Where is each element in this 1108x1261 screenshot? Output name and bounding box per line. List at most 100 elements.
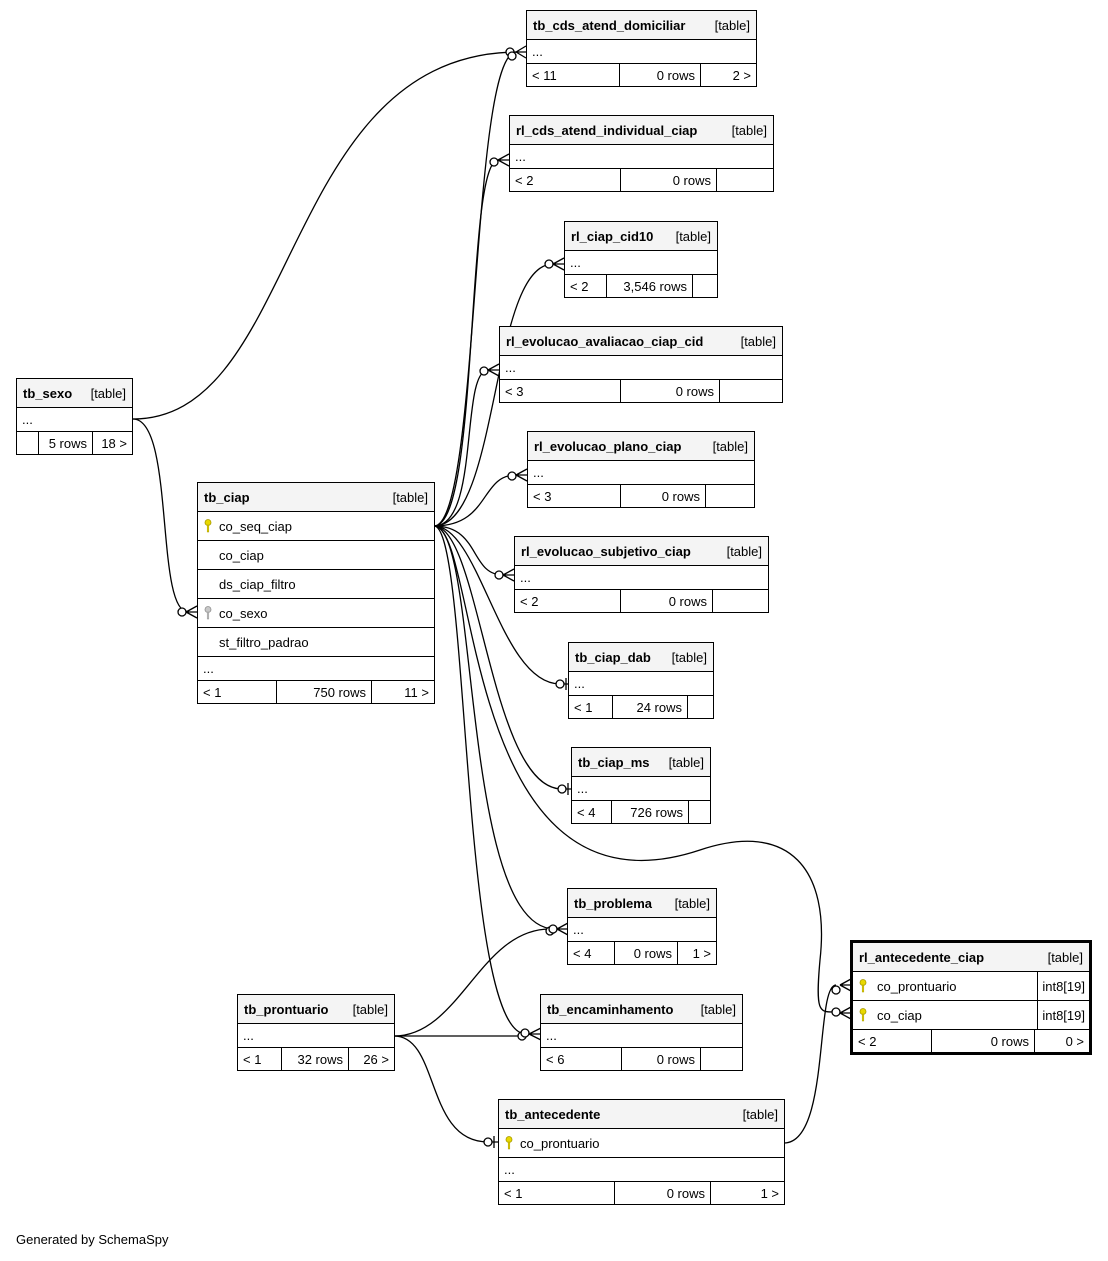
parents-count[interactable]: < 2 bbox=[853, 1030, 932, 1052]
column-row[interactable]: co_sexo bbox=[198, 599, 434, 628]
table-name[interactable]: rl_antecedente_ciap bbox=[859, 949, 985, 965]
column-row[interactable]: co_ciap int8[19] bbox=[853, 1001, 1089, 1030]
table-rl-evolucao-avaliacao-ciap-cid[interactable]: rl_evolucao_avaliacao_ciap_cid [table] .… bbox=[499, 326, 783, 403]
children-count[interactable] bbox=[720, 380, 782, 402]
table-rl-antecedente-ciap[interactable]: rl_antecedente_ciap [table] co_prontuari… bbox=[850, 940, 1092, 1055]
table-name[interactable]: tb_cds_atend_domiciliar bbox=[533, 17, 686, 33]
children-count[interactable]: 0 > bbox=[1065, 1033, 1084, 1049]
grey-key-icon bbox=[198, 606, 218, 620]
table-rl-evolucao-subjetivo-ciap[interactable]: rl_evolucao_subjetivo_ciap [table] ... <… bbox=[514, 536, 769, 613]
parents-count[interactable] bbox=[17, 432, 39, 454]
marker-antecedente-ciap-prontuario bbox=[831, 978, 852, 995]
row-count: 32 rows bbox=[282, 1048, 349, 1070]
parents-count[interactable]: < 1 bbox=[238, 1048, 282, 1070]
column-row[interactable]: ds_ciap_filtro bbox=[198, 570, 434, 599]
more-columns: ... bbox=[500, 356, 782, 380]
children-count[interactable]: 26 > bbox=[363, 1051, 389, 1067]
column-row[interactable]: co_seq_ciap bbox=[198, 512, 434, 541]
table-footer: 5 rows 18 > bbox=[17, 432, 132, 454]
children-count[interactable] bbox=[701, 1048, 742, 1070]
marker-evolucao-subjetivo bbox=[494, 568, 515, 582]
table-footer: < 3 0 rows bbox=[500, 380, 782, 402]
parents-count[interactable]: < 1 bbox=[198, 681, 277, 703]
column-name: co_prontuario bbox=[877, 978, 957, 994]
column-name: co_ciap bbox=[877, 1007, 922, 1023]
parents-count[interactable]: < 4 bbox=[568, 942, 615, 964]
row-count: 750 rows bbox=[277, 681, 372, 703]
table-name[interactable]: rl_evolucao_plano_ciap bbox=[534, 438, 682, 454]
row-count: 726 rows bbox=[612, 801, 689, 823]
table-name[interactable]: tb_ciap_dab bbox=[575, 649, 651, 665]
key-icon bbox=[853, 979, 873, 993]
key-icon bbox=[853, 1008, 873, 1022]
table-name[interactable]: rl_ciap_cid10 bbox=[571, 228, 654, 244]
children-count[interactable] bbox=[693, 275, 717, 297]
children-count[interactable]: 18 > bbox=[101, 435, 127, 451]
edge-antecedente-antecedente-ciap bbox=[783, 984, 837, 1144]
parents-count[interactable]: < 3 bbox=[500, 380, 621, 402]
children-count[interactable] bbox=[689, 801, 710, 823]
table-name[interactable]: tb_antecedente bbox=[505, 1106, 601, 1122]
parents-count[interactable]: < 2 bbox=[510, 169, 621, 191]
table-rl-evolucao-plano-ciap[interactable]: rl_evolucao_plano_ciap [table] ... < 3 0… bbox=[527, 431, 755, 508]
table-name[interactable]: tb_prontuario bbox=[244, 1001, 329, 1017]
table-header: tb_prontuario [table] bbox=[238, 995, 394, 1024]
marker-cid10 bbox=[544, 257, 565, 271]
table-name[interactable]: tb_encaminhamento bbox=[547, 1001, 674, 1017]
row-count: 0 rows bbox=[932, 1030, 1035, 1052]
children-count[interactable] bbox=[717, 169, 773, 191]
column-row[interactable]: co_prontuario int8[19] bbox=[853, 972, 1089, 1001]
marker-ciap-ms bbox=[557, 783, 572, 795]
children-count[interactable]: 11 > bbox=[404, 684, 429, 700]
children-count[interactable]: 2 > bbox=[732, 67, 751, 83]
children-count[interactable] bbox=[706, 485, 754, 507]
table-type-label: [table] bbox=[700, 1001, 736, 1017]
parents-count[interactable]: < 1 bbox=[569, 696, 613, 718]
marker-antecedente bbox=[483, 1136, 499, 1148]
edge-ciap-evolucao-avaliacao bbox=[433, 369, 489, 527]
table-tb-ciap-dab[interactable]: tb_ciap_dab [table] ... < 1 24 rows bbox=[568, 642, 714, 719]
table-tb-ciap-ms[interactable]: tb_ciap_ms [table] ... < 4 726 rows bbox=[571, 747, 711, 824]
parents-count[interactable]: < 3 bbox=[528, 485, 621, 507]
parents-count[interactable]: < 2 bbox=[565, 275, 607, 297]
table-header: tb_sexo [table] bbox=[17, 379, 132, 408]
row-count: 0 rows bbox=[615, 1182, 711, 1204]
parents-count[interactable]: < 6 bbox=[541, 1048, 622, 1070]
table-name[interactable]: rl_cds_atend_individual_ciap bbox=[516, 122, 698, 138]
table-type-label: [table] bbox=[742, 1106, 778, 1122]
column-row[interactable]: co_prontuario bbox=[499, 1129, 784, 1158]
table-rl-cds-atend-individual-ciap[interactable]: rl_cds_atend_individual_ciap [table] ...… bbox=[509, 115, 774, 192]
table-name[interactable]: tb_ciap_ms bbox=[578, 754, 650, 770]
table-tb-encaminhamento[interactable]: tb_encaminhamento [table] ... < 6 0 rows bbox=[540, 994, 743, 1071]
column-row[interactable]: st_filtro_padrao bbox=[198, 628, 434, 657]
edge-ciap-evolucao-subjetivo bbox=[433, 525, 504, 576]
table-rl-ciap-cid10[interactable]: rl_ciap_cid10 [table] ... < 2 3,546 rows bbox=[564, 221, 718, 298]
column-type: int8[19] bbox=[1037, 1001, 1089, 1029]
parents-count[interactable]: < 2 bbox=[515, 590, 621, 612]
table-type-label: [table] bbox=[352, 1001, 388, 1017]
children-count[interactable] bbox=[713, 590, 768, 612]
children-count[interactable] bbox=[688, 696, 713, 718]
edge-ciap-evolucao-plano bbox=[433, 474, 517, 527]
column-type: int8[19] bbox=[1037, 972, 1089, 1000]
table-tb-problema[interactable]: tb_problema [table] ... < 4 0 rows 1 > bbox=[567, 888, 717, 965]
table-header: rl_cds_atend_individual_ciap [table] bbox=[510, 116, 773, 145]
table-name[interactable]: rl_evolucao_avaliacao_ciap_cid bbox=[506, 333, 704, 349]
table-name[interactable]: rl_evolucao_subjetivo_ciap bbox=[521, 543, 691, 559]
parents-count[interactable]: < 4 bbox=[572, 801, 612, 823]
children-count[interactable]: 1 > bbox=[692, 945, 711, 961]
children-count[interactable]: 1 > bbox=[760, 1185, 779, 1201]
table-name[interactable]: tb_ciap bbox=[204, 489, 250, 505]
table-name[interactable]: tb_problema bbox=[574, 895, 653, 911]
row-count: 5 rows bbox=[39, 432, 93, 454]
table-tb-sexo[interactable]: tb_sexo [table] ... 5 rows 18 > bbox=[16, 378, 133, 455]
column-row[interactable]: co_ciap bbox=[198, 541, 434, 570]
table-name[interactable]: tb_sexo bbox=[23, 385, 73, 401]
table-tb-ciap[interactable]: tb_ciap [table] co_seq_ciap co_ciap ds_c… bbox=[197, 482, 435, 704]
table-tb-prontuario[interactable]: tb_prontuario [table] ... < 1 32 rows 26… bbox=[237, 994, 395, 1071]
parents-count[interactable]: < 1 bbox=[499, 1182, 615, 1204]
table-footer: < 4 726 rows bbox=[572, 801, 710, 823]
parents-count[interactable]: < 11 bbox=[527, 64, 620, 86]
table-tb-cds-atend-domiciliar[interactable]: tb_cds_atend_domiciliar [table] ... < 11… bbox=[526, 10, 757, 87]
table-tb-antecedente[interactable]: tb_antecedente [table] co_prontuario ...… bbox=[498, 1099, 785, 1205]
